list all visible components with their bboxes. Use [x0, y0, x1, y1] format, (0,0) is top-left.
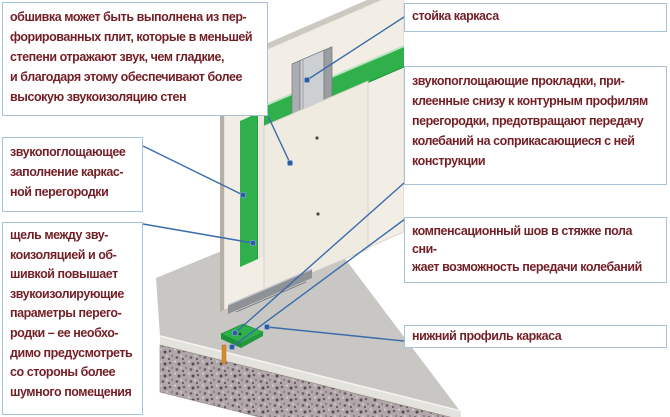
- leader-gaskets: [234, 182, 405, 334]
- screw-dot: [315, 136, 319, 140]
- floor-screed-edge: [160, 336, 461, 417]
- leader-absorbing-fill: [142, 145, 244, 196]
- leader-dots: [229, 77, 310, 350]
- callout-stud: стойка каркаса: [404, 3, 667, 32]
- dot-expansion-joint: [229, 344, 235, 350]
- screed-edge-highlight: [159, 335, 462, 412]
- leader-lines: [142, 16, 406, 348]
- concrete-base: [159, 344, 470, 417]
- back-panel-left-edge: [220, 68, 224, 312]
- dot-gaskets: [232, 330, 238, 336]
- expansion-joint-seam: [221, 344, 227, 365]
- dot-absorbing-fill: [240, 192, 246, 198]
- callout-gaskets: звукопоглощающие прокладки, при- клеенны…: [404, 66, 667, 185]
- dot-stud: [304, 77, 310, 83]
- leader-expansion-joint: [231, 218, 406, 348]
- callout-expansion-joint: компенсационный шов в стяжке пола сни- ж…: [404, 217, 667, 283]
- callout-gap: щель между зву- коизоляцией и об- шивкой…: [2, 222, 143, 415]
- bottom-metal-track: [227, 268, 313, 314]
- leader-cladding: [267, 115, 291, 164]
- air-gap-strip: [258, 110, 264, 259]
- back-panel-top-edge: [224, 0, 404, 68]
- leader-stud: [306, 16, 405, 81]
- callout-bottom-track: нижний профиль каркаса: [404, 325, 667, 348]
- callout-absorbing-fill: звукопоглощающее заполнение каркас- ной …: [2, 137, 143, 212]
- screw-dot: [316, 212, 320, 216]
- dot-cladding: [287, 160, 293, 166]
- leader-gap: [142, 223, 254, 244]
- gypsum-board-front-panel: [263, 80, 369, 294]
- leader-bottom-track: [266, 326, 405, 342]
- callout-cladding: обшивка может быть выполнена из пер- фор…: [2, 2, 268, 116]
- dot-gap: [250, 240, 256, 246]
- dot-bottom-track: [264, 324, 270, 330]
- green-sound-insulation-edge: [240, 113, 258, 267]
